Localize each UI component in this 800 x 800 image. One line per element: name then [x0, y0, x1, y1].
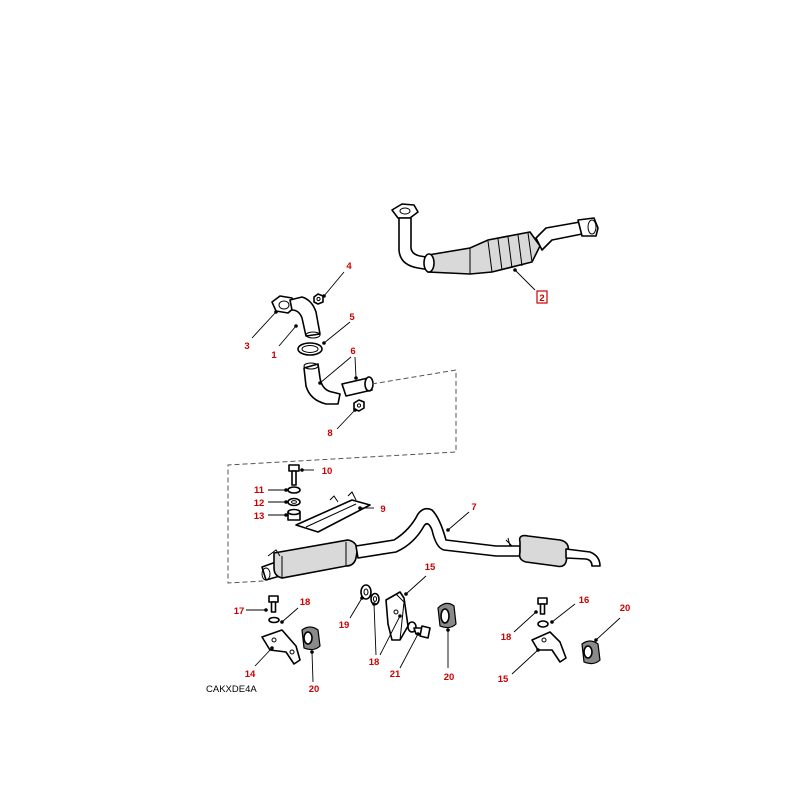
part-17-bolt[interactable] [268, 595, 279, 613]
part-19-rubber-bush[interactable] [360, 584, 372, 600]
callout-21[interactable]: 21 [390, 669, 401, 680]
callout-3[interactable]: 3 [244, 341, 249, 352]
callouts-9-13-leaders [268, 468, 374, 517]
part-21-bolt[interactable] [407, 621, 431, 639]
part-2-catalytic-converter-pipe[interactable] [391, 203, 599, 275]
part-20-rubber-mount-right[interactable] [581, 640, 601, 665]
part-7-muffler-tailpipe-assembly[interactable] [261, 507, 601, 581]
callouts-1-3-4-5-leaders [251, 271, 351, 347]
part-15-bracket-center[interactable] [385, 591, 409, 641]
part-1-elbow-pipe[interactable] [289, 296, 321, 339]
callout-7-leader [446, 511, 470, 532]
callout-10[interactable]: 10 [322, 466, 333, 477]
callout-9[interactable]: 9 [380, 504, 385, 515]
callout-12[interactable]: 12 [254, 498, 265, 509]
callout-1[interactable]: 1 [271, 350, 277, 361]
callout-14[interactable]: 14 [245, 669, 256, 680]
callout-18-center[interactable]: 18 [369, 657, 380, 668]
callout-20-right[interactable]: 20 [620, 603, 631, 614]
callout-18-left[interactable]: 18 [300, 597, 311, 608]
part-13-spacer[interactable] [287, 508, 301, 521]
part-9-heat-shield[interactable] [295, 491, 371, 533]
part-16-washer[interactable] [537, 620, 549, 628]
part-8-nut[interactable] [353, 399, 365, 412]
callout-4[interactable]: 4 [346, 261, 352, 272]
callout-20-left[interactable]: 20 [309, 684, 320, 695]
part-4-nut[interactable] [313, 293, 324, 305]
part-12-washer[interactable] [287, 497, 301, 507]
callout-2-box [536, 290, 548, 304]
callout-15-right[interactable]: 15 [498, 674, 509, 685]
callout-6[interactable]: 6 [350, 346, 355, 357]
part-15-bracket-right[interactable] [531, 631, 567, 663]
callout-16[interactable]: 16 [579, 595, 590, 606]
callout-18-right[interactable]: 18 [501, 632, 512, 643]
callout-8[interactable]: 8 [327, 428, 332, 439]
callouts-6-8-leaders [318, 356, 358, 430]
callout-11[interactable]: 11 [254, 485, 265, 496]
center-mount-leaders [349, 575, 450, 669]
callout-2-leader [513, 268, 536, 291]
callout-15-center[interactable]: 15 [425, 562, 436, 573]
assembly-boundary-dashed-line [227, 369, 457, 584]
callout-2[interactable]: 2 [539, 293, 544, 304]
part-20-rubber-mount-left[interactable] [301, 626, 321, 651]
callout-17[interactable]: 17 [234, 606, 245, 617]
part-6-intermediate-pipe[interactable] [303, 362, 374, 405]
part-18-washer-left[interactable] [268, 616, 280, 624]
diagram-reference-code: CAKXDE4A [206, 684, 257, 695]
part-20-rubber-mount-center[interactable] [437, 602, 457, 629]
part-11-washer[interactable] [287, 486, 301, 494]
part-18-bolt-right[interactable] [537, 597, 548, 615]
part-14-bracket[interactable] [261, 629, 301, 665]
callout-13[interactable]: 13 [254, 511, 265, 522]
callout-20-center[interactable]: 20 [444, 672, 455, 683]
right-mount-leaders [511, 603, 621, 675]
callout-5[interactable]: 5 [349, 312, 355, 323]
callout-19[interactable]: 19 [339, 620, 350, 631]
left-mount-leaders [246, 607, 314, 683]
part-10-bolt[interactable] [288, 464, 300, 486]
part-5-clamp-ring[interactable] [297, 342, 323, 356]
callout-7[interactable]: 7 [471, 502, 476, 513]
